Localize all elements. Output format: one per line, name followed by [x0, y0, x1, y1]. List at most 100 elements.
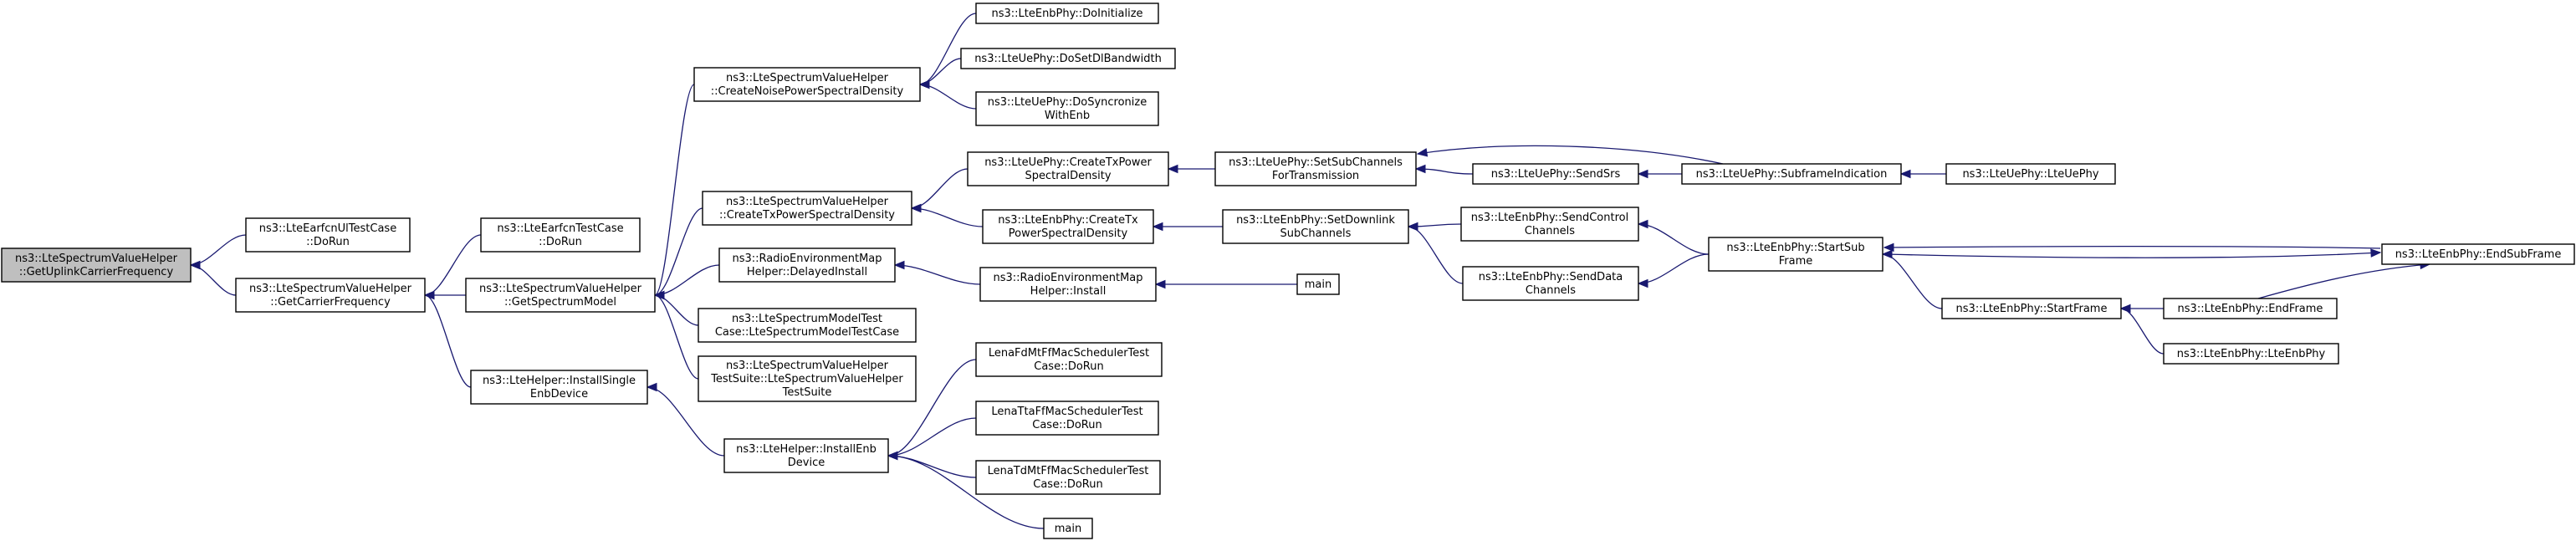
- node-usrs[interactable]: ns3::LteUePhy::SendSrs: [1472, 163, 1639, 185]
- node-box-ised[interactable]: [470, 370, 648, 405]
- edge-remi-to-remdi: [893, 260, 981, 285]
- edge-usfi-to-usrs: [1637, 169, 1683, 179]
- node-box-usfi[interactable]: [1681, 163, 1902, 185]
- node-box-ediv[interactable]: [975, 3, 1159, 24]
- node-erun[interactable]: ns3::LteEarfcnTestCase::DoRun: [480, 217, 641, 253]
- edge-essf-to-esdat: [1637, 253, 1710, 288]
- edge-ectx-to-ctpsd: [910, 203, 984, 227]
- node-ussc[interactable]: ns3::LteUePhy::SetSubChannelsForTransmis…: [1214, 151, 1417, 186]
- node-label-ied-0: ns3::LteHelper::InstallEnb: [736, 443, 877, 456]
- node-remdi[interactable]: ns3::RadioEnvironmentMapHelper::DelayedI…: [718, 247, 896, 283]
- node-smtc[interactable]: ns3::LteSpectrumModelTestCase::LteSpectr…: [698, 308, 917, 343]
- node-box-esdsc[interactable]: [1222, 209, 1409, 244]
- node-ectx[interactable]: ns3::LteEnbPhy::CreateTxPowerSpectralDen…: [982, 209, 1154, 244]
- node-uphy[interactable]: ns3::LteUePhy::LteUePhy: [1945, 163, 2116, 185]
- node-label-udsdb-0: ns3::LteUePhy::DoSetDlBandwidth: [974, 53, 1162, 65]
- node-eef[interactable]: ns3::LteEnbPhy::EndFrame: [2163, 298, 2338, 319]
- node-ephy[interactable]: ns3::LteEnbPhy::LteEnbPhy: [2163, 343, 2339, 365]
- node-gsm[interactable]: ns3::LteSpectrumValueHelper::GetSpectrum…: [465, 278, 656, 313]
- node-box-essf[interactable]: [1708, 237, 1883, 272]
- node-label-eef-0: ns3::LteEnbPhy::EndFrame: [2178, 303, 2323, 315]
- node-label-ephy-0: ns3::LteEnbPhy::LteEnbPhy: [2177, 348, 2326, 360]
- node-box-ectx[interactable]: [982, 209, 1154, 244]
- node-box-root[interactable]: [1, 247, 192, 283]
- node-box-udsdb[interactable]: [960, 48, 1176, 69]
- node-box-remi[interactable]: [979, 267, 1157, 302]
- edge-esf-to-essf: [1881, 249, 1943, 309]
- node-ctpsd[interactable]: ns3::LteSpectrumValueHelper::CreateTxPow…: [702, 191, 912, 226]
- node-main2[interactable]: main: [1043, 518, 1093, 539]
- node-label-erun-0: ns3::LteEarfcnTestCase: [497, 222, 623, 235]
- node-box-eesf[interactable]: [2381, 243, 2575, 265]
- node-box-gsm[interactable]: [465, 278, 656, 313]
- node-label-ied-1: Device: [788, 457, 825, 469]
- node-box-uphy[interactable]: [1945, 163, 2116, 185]
- node-box-fdmt[interactable]: [975, 342, 1163, 377]
- node-box-tdmt[interactable]: [975, 460, 1161, 495]
- node-box-tta[interactable]: [975, 401, 1159, 436]
- node-label-main2-0: main: [1055, 523, 1081, 535]
- node-eesf[interactable]: ns3::LteEnbPhy::EndSubFrame: [2381, 243, 2575, 265]
- node-label-ulrun-1: ::DoRun: [306, 236, 350, 248]
- node-label-main1-0: main: [1305, 278, 1331, 291]
- node-box-esf[interactable]: [1941, 298, 2122, 319]
- node-box-esctl[interactable]: [1460, 207, 1639, 242]
- node-box-smtc[interactable]: [698, 308, 917, 343]
- node-box-ied[interactable]: [723, 438, 889, 473]
- node-label-essf-0: ns3::LteEnbPhy::StartSub: [1726, 242, 1864, 254]
- node-root[interactable]: ns3::LteSpectrumValueHelper::GetUplinkCa…: [1, 247, 192, 283]
- node-gcf[interactable]: ns3::LteSpectrumValueHelper::GetCarrierF…: [235, 278, 426, 313]
- node-ulrun[interactable]: ns3::LteEarfcnUlTestCase::DoRun: [245, 217, 411, 253]
- node-box-remdi[interactable]: [718, 247, 896, 283]
- node-box-eef[interactable]: [2163, 298, 2338, 319]
- node-uctx[interactable]: ns3::LteUePhy::CreateTxPowerSpectralDens…: [967, 151, 1169, 186]
- node-label-fdmt-1: Case::DoRun: [1034, 360, 1103, 373]
- node-esf[interactable]: ns3::LteEnbPhy::StartFrame: [1941, 298, 2122, 319]
- node-label-udsync-0: ns3::LteUePhy::DoSyncronize: [988, 96, 1147, 109]
- edge-ephy-to-esf: [2119, 304, 2165, 355]
- node-box-uctx[interactable]: [967, 151, 1169, 186]
- node-box-gcf[interactable]: [235, 278, 426, 313]
- node-box-main2[interactable]: [1043, 518, 1093, 539]
- node-box-svhts[interactable]: [698, 355, 917, 402]
- node-label-essf-1: Frame: [1779, 255, 1813, 268]
- node-label-usfi-0: ns3::LteUePhy::SubframeIndication: [1696, 168, 1888, 181]
- edge-eef-to-eesf: [2257, 260, 2431, 299]
- node-label-ctpsd-1: ::CreateTxPowerSpectralDensity: [719, 209, 895, 222]
- node-box-udsync[interactable]: [975, 91, 1159, 126]
- node-box-main1[interactable]: [1296, 273, 1340, 295]
- node-label-remi-0: ns3::RadioEnvironmentMap: [993, 272, 1142, 284]
- node-usfi[interactable]: ns3::LteUePhy::SubframeIndication: [1681, 163, 1902, 185]
- node-main1[interactable]: main: [1296, 273, 1340, 295]
- node-label-tta-1: Case::DoRun: [1032, 419, 1101, 431]
- node-ediv[interactable]: ns3::LteEnbPhy::DoInitialize: [975, 3, 1159, 24]
- edge-usrs-to-ussc: [1414, 164, 1474, 175]
- node-label-svhts-2: TestSuite: [782, 386, 832, 399]
- node-box-ctpsd[interactable]: [702, 191, 912, 226]
- node-box-ussc[interactable]: [1214, 151, 1417, 186]
- node-box-esdat[interactable]: [1462, 266, 1639, 301]
- node-label-cnpsd-1: ::CreateNoisePowerSpectralDensity: [711, 85, 904, 98]
- node-box-ephy[interactable]: [2163, 343, 2339, 365]
- node-box-ulrun[interactable]: [245, 217, 411, 253]
- node-cnpsd[interactable]: ns3::LteSpectrumValueHelper::CreateNoise…: [693, 67, 921, 102]
- node-label-cnpsd-0: ns3::LteSpectrumValueHelper: [726, 72, 889, 84]
- node-box-erun[interactable]: [480, 217, 641, 253]
- edge-gcf-to-root: [189, 260, 237, 296]
- node-box-usrs[interactable]: [1472, 163, 1639, 185]
- node-svhts[interactable]: ns3::LteSpectrumValueHelperTestSuite::Lt…: [698, 355, 917, 402]
- edge-eesf-to-essf: [1883, 242, 2381, 253]
- node-box-cnpsd[interactable]: [693, 67, 921, 102]
- node-udsdb[interactable]: ns3::LteUePhy::DoSetDlBandwidth: [960, 48, 1176, 69]
